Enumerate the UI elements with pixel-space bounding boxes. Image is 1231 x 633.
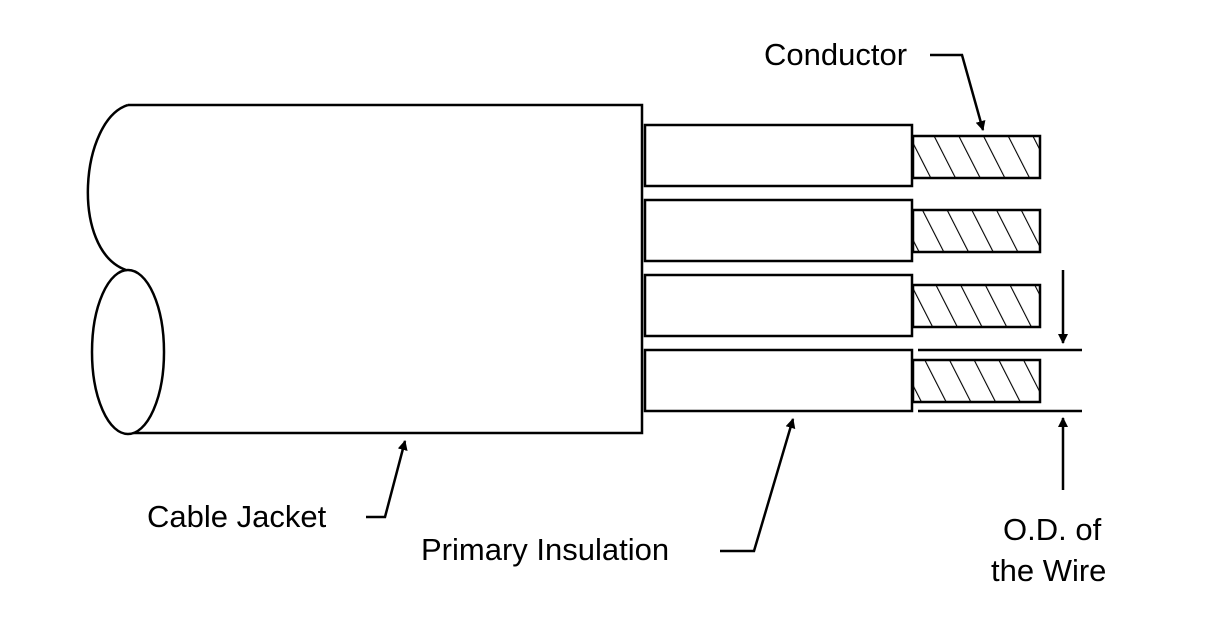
- cable-jacket-upper-end: [88, 105, 128, 270]
- od-label-line1: O.D. of: [1003, 512, 1102, 547]
- cable-jacket-label: Cable Jacket: [147, 499, 327, 534]
- insulation-wire-1: [645, 125, 912, 186]
- conductor-2: [913, 210, 1040, 252]
- primary-insulation-leader: [720, 418, 796, 551]
- conductor-3: [913, 285, 1040, 327]
- cable-jacket-end-ellipse: [92, 270, 164, 434]
- conductor-label: Conductor: [764, 37, 908, 72]
- insulation-wire-4: [645, 350, 912, 411]
- insulation-wire-2: [645, 200, 912, 261]
- cable-jacket: [88, 105, 642, 434]
- od-label-line2: the Wire: [991, 553, 1107, 588]
- leader-lines: [366, 55, 986, 551]
- conductor-4: [913, 360, 1040, 402]
- primary-insulation-label: Primary Insulation: [421, 532, 670, 567]
- conductor-leader: [930, 55, 986, 131]
- od-dimension: [918, 270, 1082, 490]
- conductor-1: [913, 136, 1040, 178]
- primary-insulation-wires: [645, 125, 912, 411]
- insulation-wire-3: [645, 275, 912, 336]
- cable-jacket-outline: [128, 105, 642, 433]
- cable-jacket-leader: [366, 440, 408, 517]
- conductors: [913, 136, 1040, 402]
